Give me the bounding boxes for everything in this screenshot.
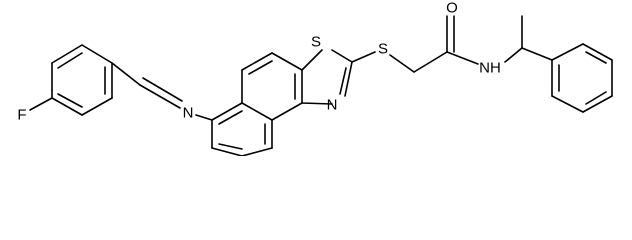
structure-diagram: F N S N S O NH (17, 0, 613, 156)
atom-thiazole-sulfur: S (311, 34, 321, 51)
c-f-bond (29, 97, 53, 111)
atom-thiazole-nitrogen: N (327, 97, 338, 114)
atom-amide-nitrogen: NH (479, 60, 501, 77)
thiazole-ring (241, 49, 353, 121)
atom-imine-nitrogen: N (183, 105, 194, 122)
atom-fluorine: F (17, 107, 26, 124)
benzo-ring (211, 102, 273, 156)
atom-carbonyl-oxygen: O (446, 0, 458, 17)
imine-linker (111, 62, 213, 121)
fluorophenyl-ring (51, 44, 113, 116)
phenyl-ring (551, 43, 613, 113)
side-chain (351, 15, 553, 73)
atom-thioether-sulfur: S (378, 41, 388, 58)
